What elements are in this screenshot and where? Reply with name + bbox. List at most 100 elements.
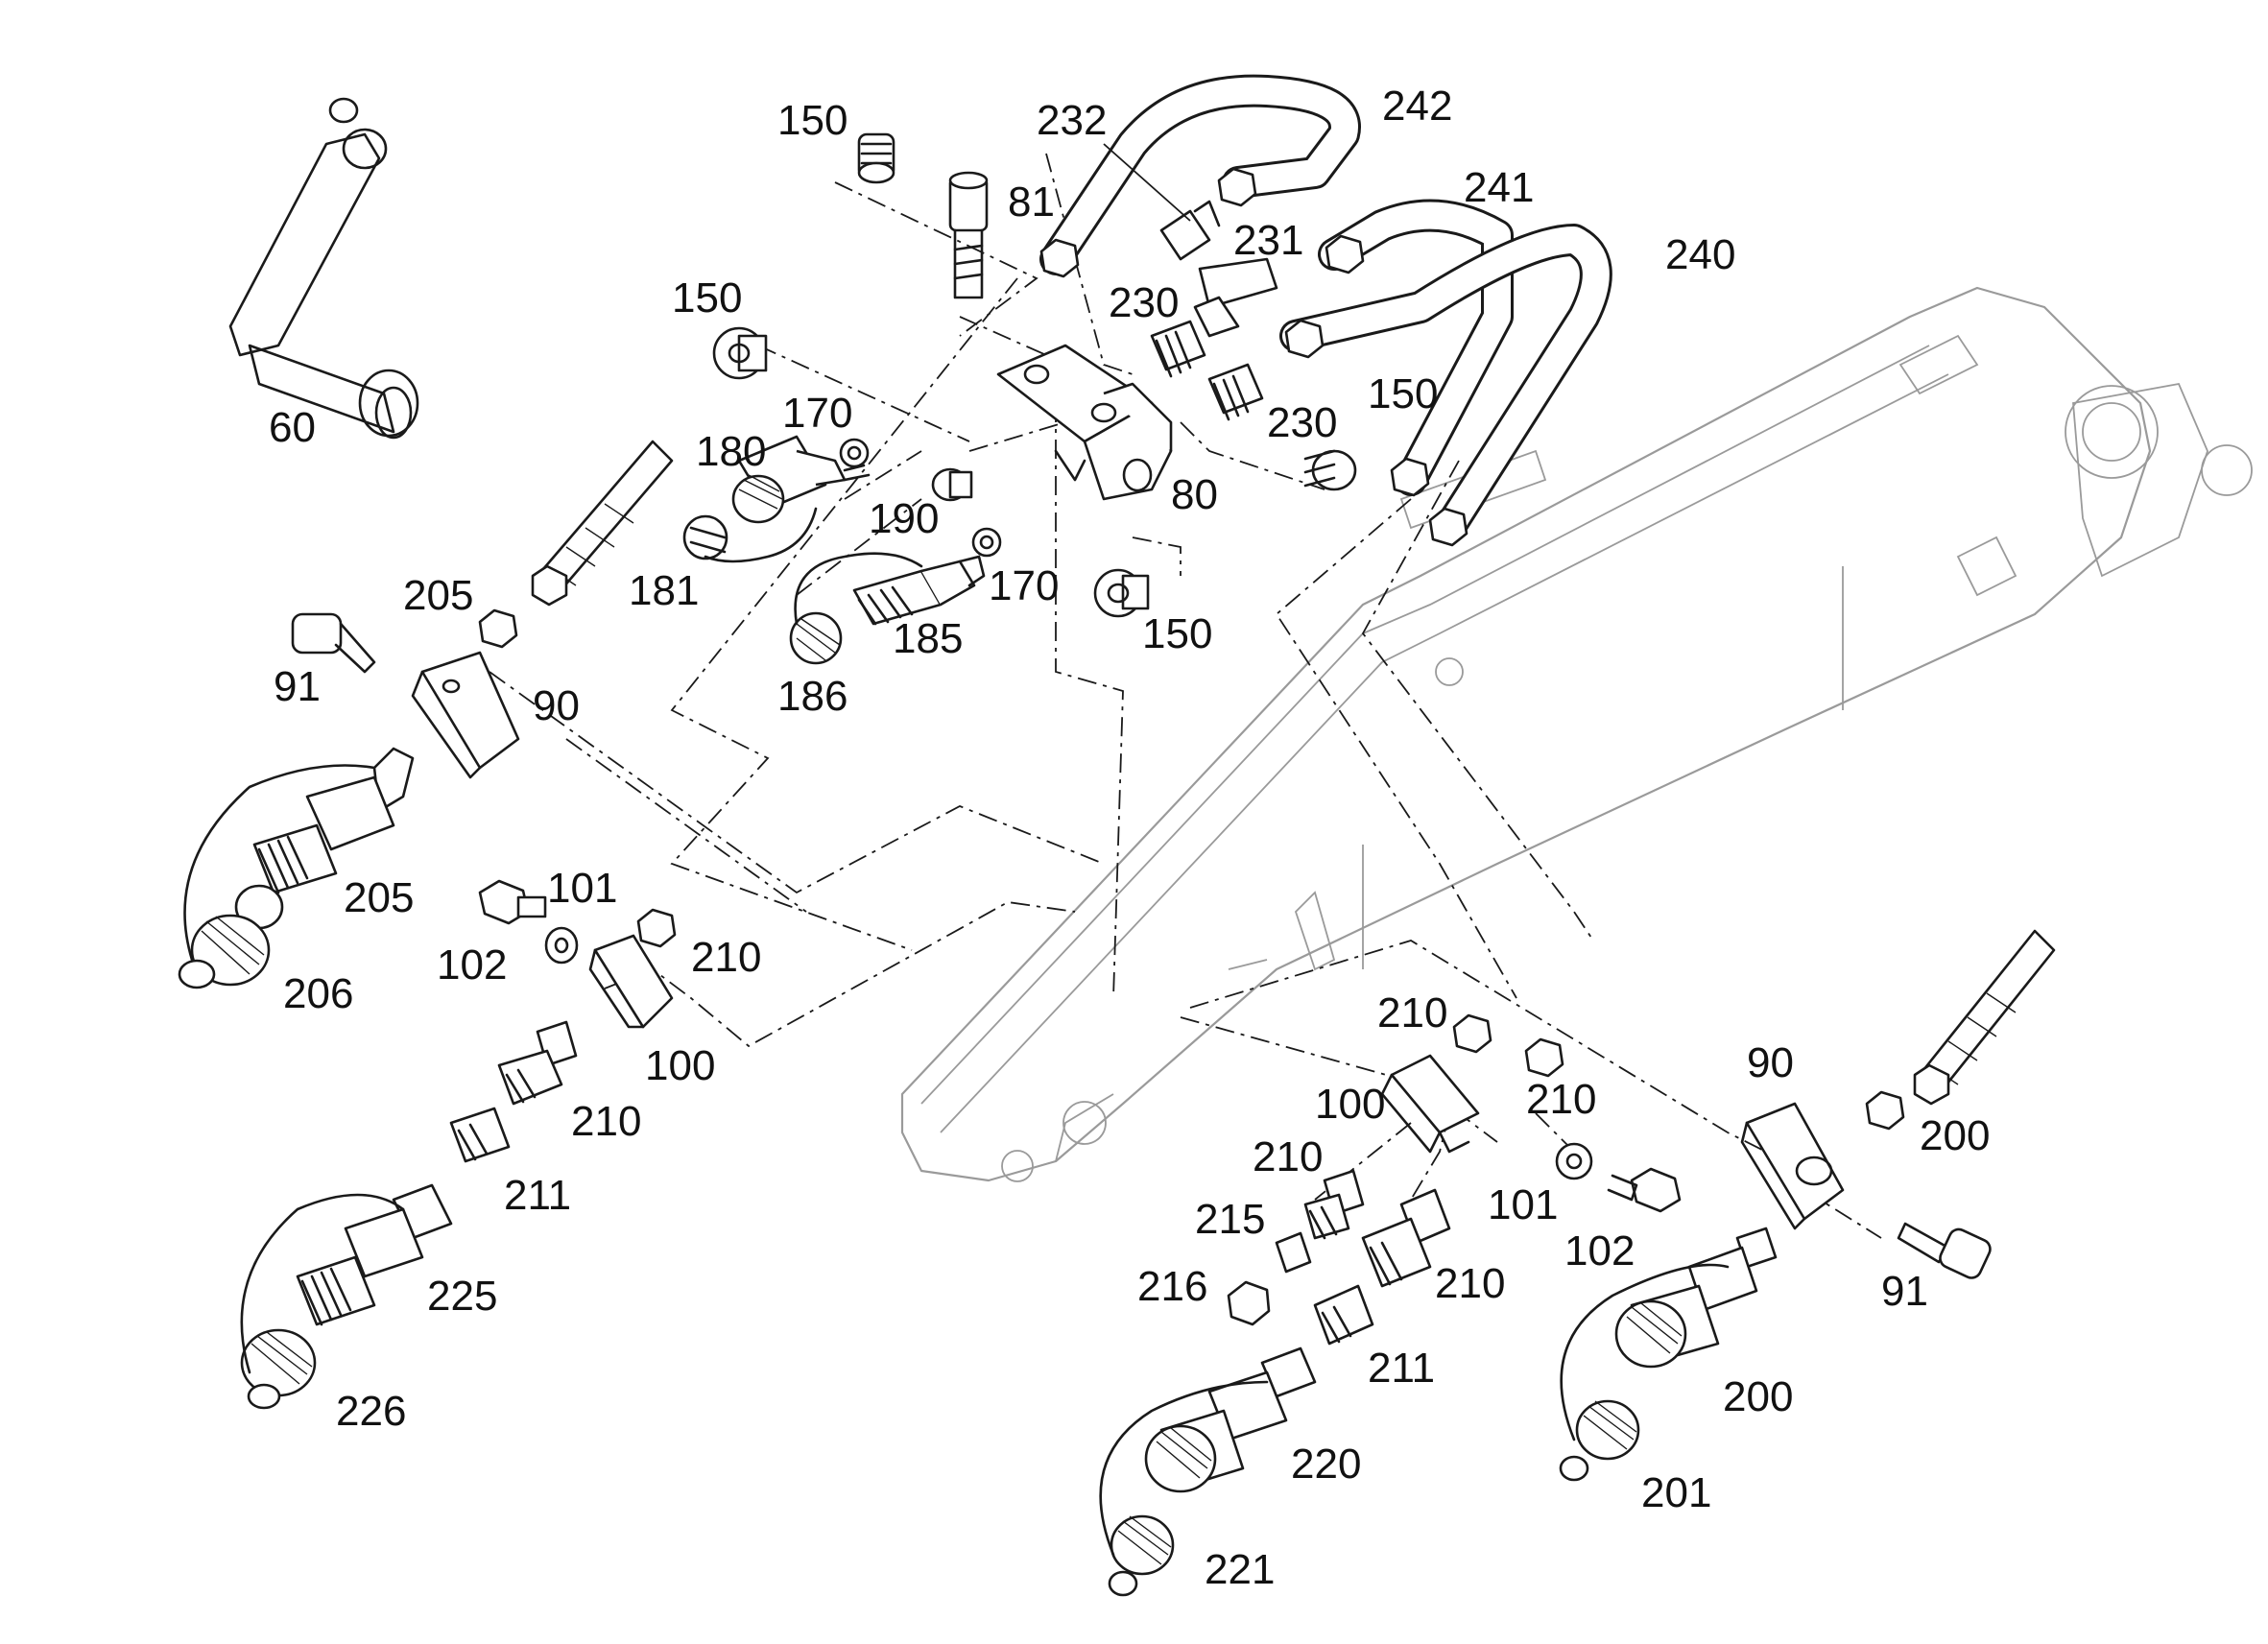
callout-210-f: 210 [1435, 1260, 1505, 1307]
part-91-bolt-right [1897, 1222, 1992, 1279]
hose-240 [1279, 224, 1612, 544]
callout-230-a: 230 [1109, 279, 1179, 326]
callout-210-d: 210 [1526, 1076, 1596, 1123]
callout-180: 180 [696, 428, 766, 475]
part-216-nut [1227, 1280, 1271, 1326]
part-181-cap [682, 507, 818, 563]
part-230-fitting-a [1150, 320, 1206, 378]
callout-210-b: 210 [571, 1098, 641, 1145]
callout-170-a: 170 [782, 390, 852, 437]
part-211-fitting-left [449, 1107, 511, 1163]
part-190-plug [931, 467, 973, 502]
part-150-plug-a [857, 132, 895, 184]
callout-225: 225 [427, 1273, 497, 1320]
part-150-plug-d [1093, 568, 1150, 618]
callout-232: 232 [1037, 97, 1107, 144]
part-200-nut [1865, 1090, 1905, 1131]
callout-231: 231 [1233, 217, 1303, 264]
callout-210-c: 210 [1377, 989, 1447, 1036]
callout-102-b: 102 [1564, 1227, 1635, 1275]
callout-150-d: 150 [1142, 610, 1212, 657]
part-101-washer-left [544, 926, 579, 965]
callout-190: 190 [869, 495, 939, 542]
callout-60: 60 [269, 404, 316, 451]
callout-150-c: 150 [1368, 370, 1438, 417]
part-201-cap-right [1559, 1263, 1730, 1482]
callout-186: 186 [777, 673, 848, 720]
callout-90-a: 90 [533, 682, 580, 729]
callout-181: 181 [629, 567, 699, 614]
callout-211-a: 211 [504, 1172, 571, 1219]
callout-201: 201 [1641, 1469, 1711, 1516]
part-225-coupler-left [296, 1183, 453, 1326]
callout-230-b: 230 [1267, 399, 1337, 446]
callout-205-b: 205 [344, 874, 414, 921]
callout-100-a: 100 [645, 1042, 715, 1089]
part-101-washer-right [1555, 1142, 1593, 1180]
callout-91-a: 91 [274, 663, 321, 710]
part-90-bracket-left [411, 651, 520, 779]
leader-lines [489, 153, 1882, 1239]
callout-200-b: 200 [1723, 1373, 1793, 1420]
part-210-fitting-right-b [1361, 1188, 1451, 1288]
part-205-hose-left [531, 440, 674, 607]
part-150-plug-b [712, 326, 768, 380]
callout-205-a: 205 [403, 572, 473, 619]
callout-240: 240 [1665, 231, 1735, 278]
callout-206: 206 [283, 970, 353, 1017]
part-211-fitting-right [1313, 1284, 1374, 1346]
callout-215: 215 [1195, 1196, 1265, 1243]
boom-arm [900, 286, 2253, 1182]
part-90-bracket-right [1740, 1102, 1845, 1230]
label-pointers [1103, 143, 1191, 222]
part-170-washer-a [839, 438, 870, 468]
part-231-tee [1193, 257, 1278, 338]
part-60-lever-pin [228, 97, 419, 440]
callout-102-a: 102 [437, 941, 507, 989]
part-200-hose-right [1913, 929, 2056, 1106]
part-210-nut-right-b [1524, 1037, 1564, 1078]
part-185-coupler [852, 555, 986, 626]
part-210-fitting-left [497, 1020, 578, 1106]
part-91-bolt-left [291, 612, 376, 674]
callout-211-b: 211 [1368, 1345, 1435, 1392]
callout-216: 216 [1137, 1263, 1207, 1310]
callout-185: 185 [893, 615, 963, 662]
part-215-fitting [1275, 1231, 1312, 1274]
part-205-nut [478, 608, 518, 649]
callout-170-b: 170 [989, 562, 1059, 609]
part-232-fitting [1159, 200, 1221, 261]
callout-221: 221 [1205, 1546, 1275, 1593]
hose-nuts [1039, 167, 1468, 547]
part-210-nut-left-top [636, 908, 677, 948]
part-220-coupler-right [1144, 1346, 1317, 1493]
callout-241: 241 [1464, 164, 1534, 211]
part-186-cap [789, 552, 923, 665]
callout-90-b: 90 [1747, 1039, 1794, 1086]
callout-91-b: 91 [1881, 1268, 1928, 1315]
part-102-bolt-right [1607, 1167, 1682, 1213]
part-100-bracket-left [588, 934, 674, 1029]
hose-242 [1039, 74, 1361, 275]
callout-101-a: 101 [547, 865, 617, 912]
part-200-coupler-right [1614, 1227, 1778, 1369]
part-221-cap-right [1099, 1380, 1269, 1597]
part-170-washer-b [971, 527, 1002, 558]
part-80-block [996, 344, 1173, 501]
part-230-fitting-b [1207, 363, 1264, 421]
callout-220: 220 [1291, 1441, 1361, 1488]
part-210-nut-right-a [1452, 1013, 1492, 1054]
part-81-cap-screw [948, 171, 989, 299]
part-150-plug-c [1303, 449, 1357, 491]
part-180-coupler [731, 435, 871, 524]
part-226-cap-left [240, 1193, 405, 1410]
callout-242: 242 [1382, 83, 1452, 130]
callout-101-b: 101 [1488, 1181, 1558, 1228]
callout-150-a: 150 [777, 97, 848, 144]
callout-210-a: 210 [691, 934, 761, 981]
callout-210-e: 210 [1253, 1133, 1323, 1180]
callout-80: 80 [1171, 471, 1218, 518]
callout-81: 81 [1008, 179, 1055, 226]
